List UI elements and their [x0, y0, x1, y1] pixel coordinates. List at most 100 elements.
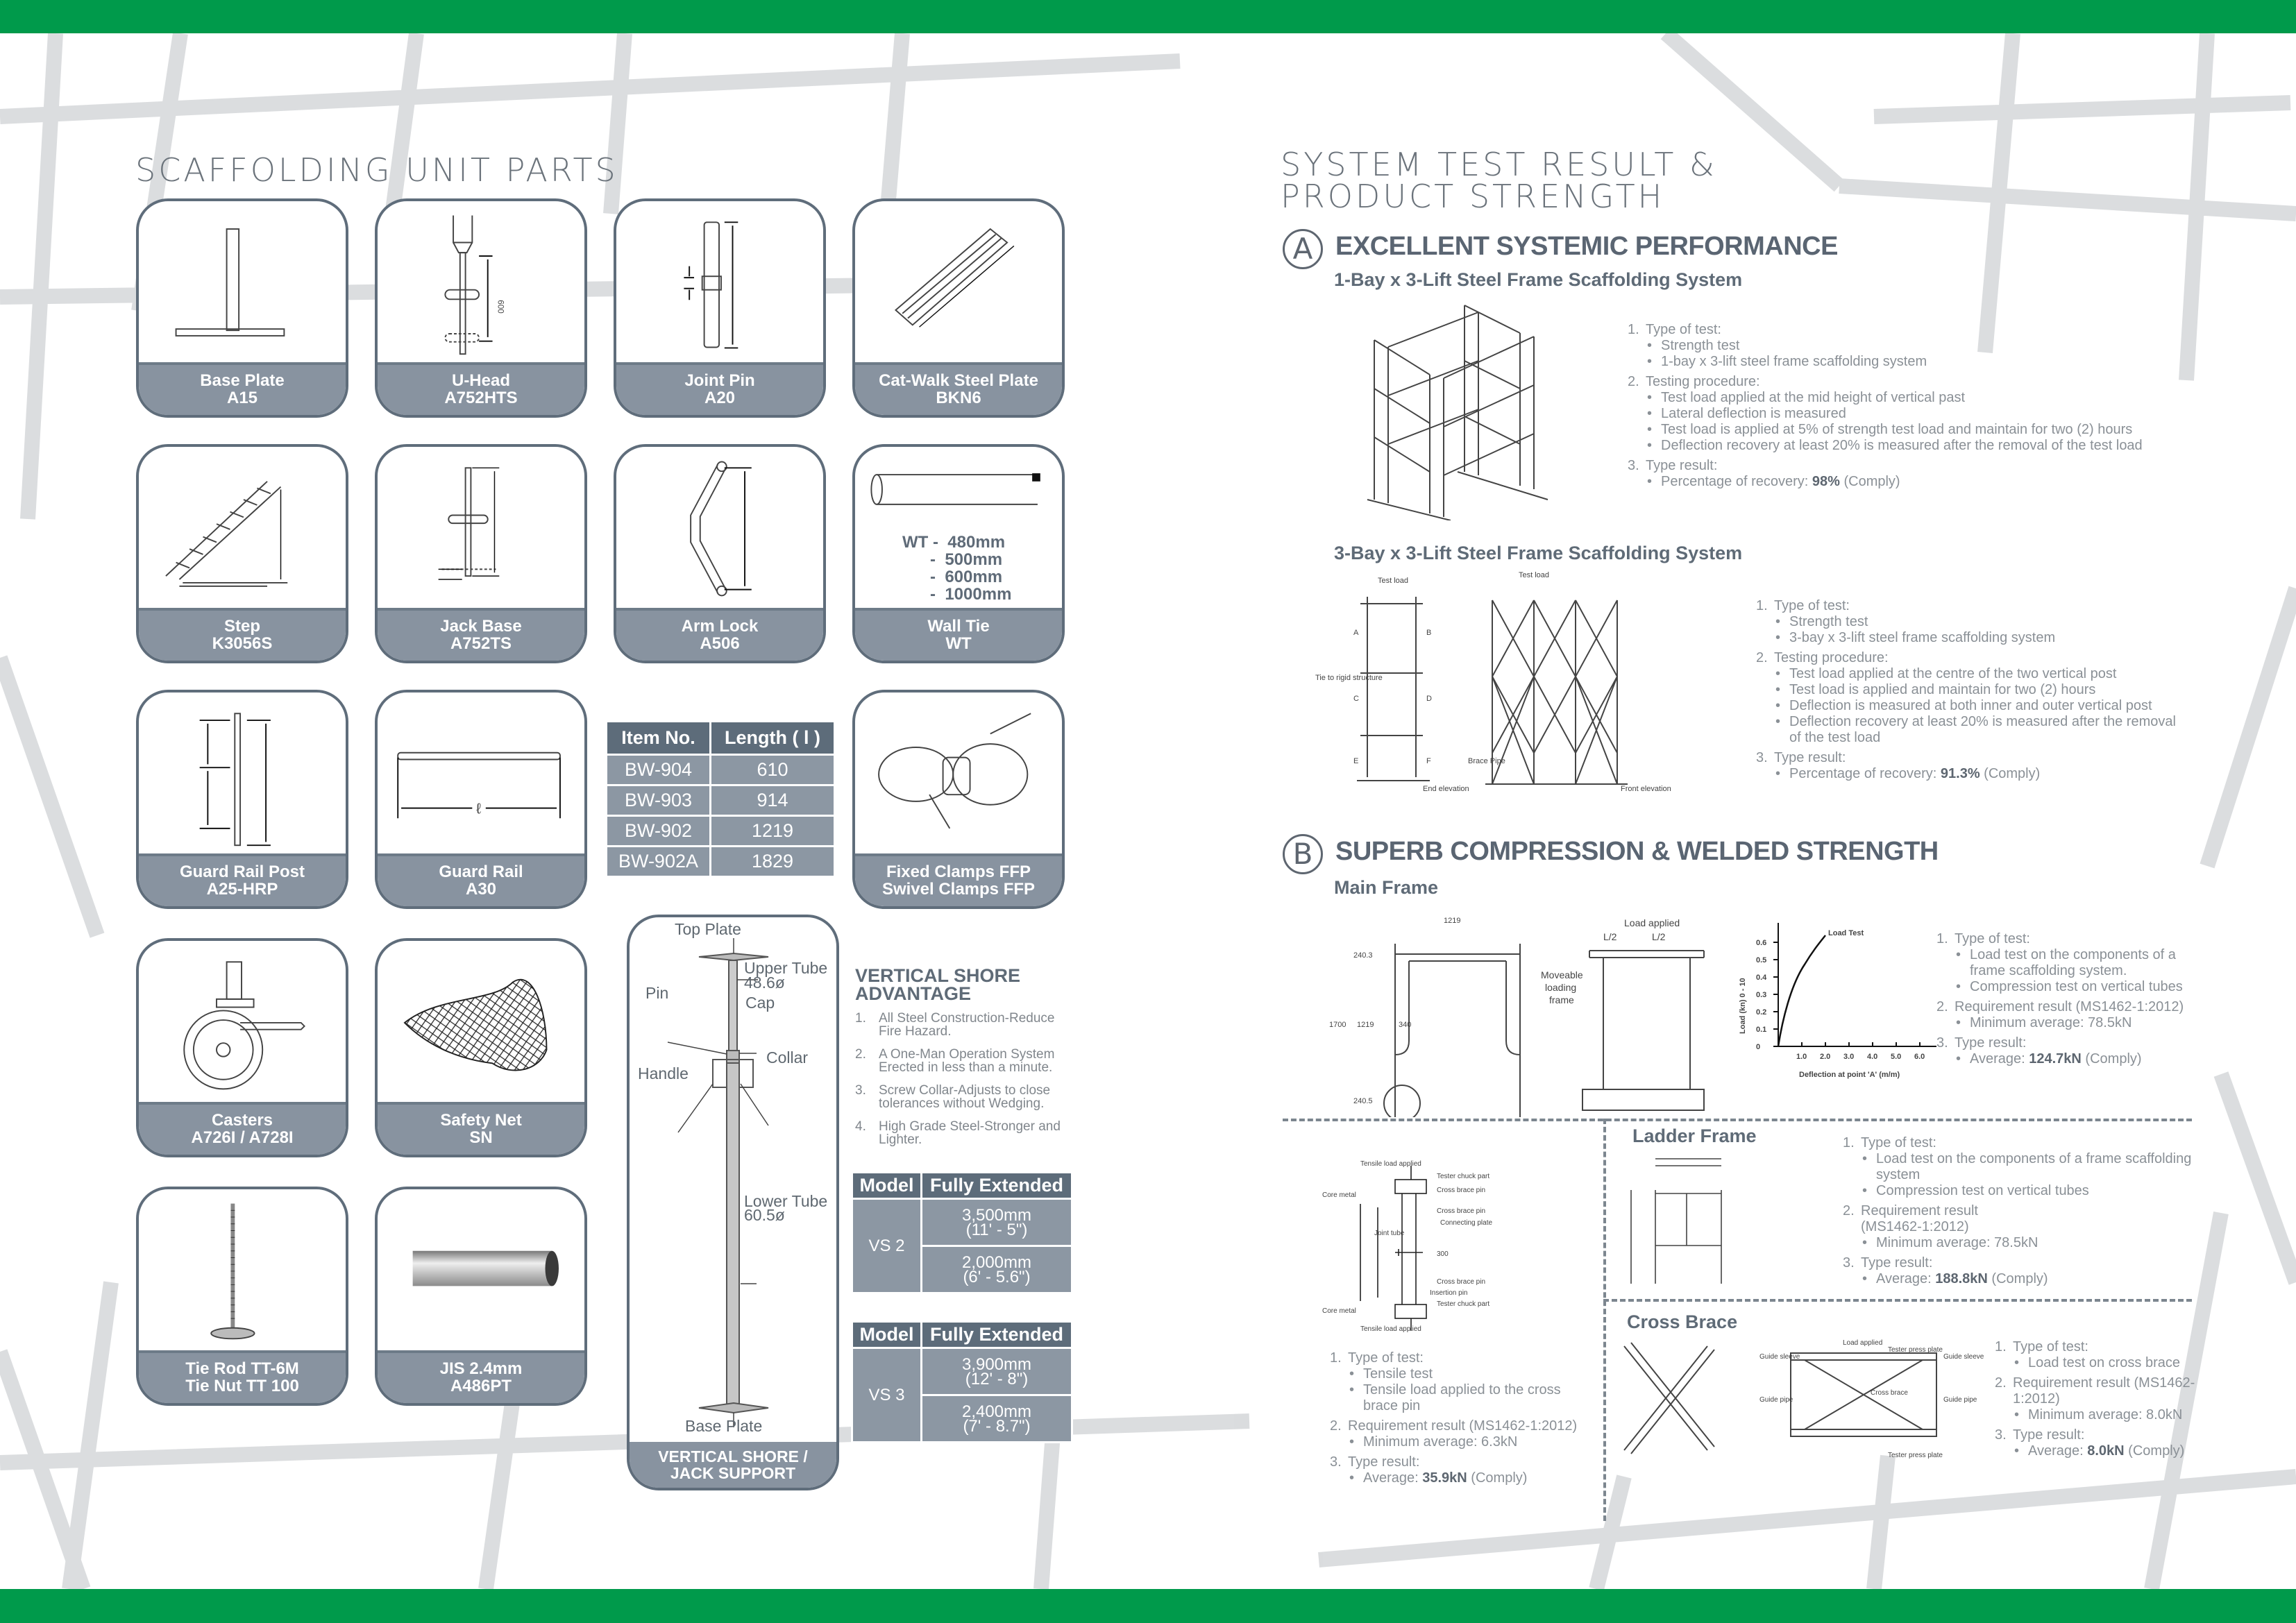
- page-title-scaffolding-parts: SCAFFOLDING UNIT PARTS: [135, 154, 618, 186]
- svg-text:Moveable: Moveable: [1541, 969, 1583, 980]
- main-frame-subtitle: Main Frame: [1334, 877, 1439, 898]
- svg-text:0.6: 0.6: [1756, 939, 1766, 947]
- cross-brace-subtitle: Cross Brace: [1627, 1311, 1738, 1332]
- vertical-shore-caption: VERTICAL SHORE / JACK SUPPORT: [630, 1442, 836, 1488]
- part-code: Swivel Clamps FFP: [881, 880, 1036, 899]
- svg-text:2.0: 2.0: [1820, 1053, 1830, 1061]
- svg-text:A: A: [1353, 629, 1359, 637]
- vertical-shore-card: Top Plate Upper Tube 48.6ø Pin Cap Colla…: [627, 915, 839, 1490]
- svg-text:Load applied: Load applied: [1624, 917, 1680, 928]
- pipe-icon: [412, 1250, 559, 1286]
- list-item: 1.All Steel Construction-Reduce Fire Haz…: [855, 1011, 1055, 1039]
- svg-text:Guide sleeve: Guide sleeve: [1943, 1353, 1984, 1361]
- wall-tie-icon: [870, 473, 1040, 505]
- list-item: 3.Screw Collar-Adjusts to close toleranc…: [855, 1083, 1051, 1111]
- label-base-plate: Base Plate: [685, 1417, 763, 1435]
- part-card-wall-tie: WT - 480mm - 500mm - 600mm - 1000mm Wall…: [852, 444, 1065, 663]
- part-name: U-Head: [451, 371, 510, 390]
- divider-horizontal-2: [1603, 1299, 2192, 1302]
- section-b-badge: B: [1283, 834, 1323, 874]
- label-lower-tube-dia: 60.5ø: [744, 1206, 785, 1224]
- step-icon: [165, 481, 288, 587]
- section-a-title: EXCELLENT SYSTEMIC PERFORMANCE: [1335, 232, 1838, 261]
- part-name: Joint Pin: [684, 371, 755, 390]
- part-code: A726I / A728I: [191, 1128, 294, 1147]
- part-name: Casters: [211, 1111, 273, 1130]
- tensile-test-list: 1.Type of test: Tensile testTensile load…: [1330, 1346, 1594, 1486]
- svg-text:0.4: 0.4: [1756, 974, 1767, 982]
- svg-text:Load applied: Load applied: [1843, 1339, 1882, 1347]
- one-bay-subtitle: 1-Bay x 3-Lift Steel Frame Scaffolding S…: [1334, 269, 1743, 290]
- caster-icon: [183, 961, 305, 1090]
- guard-rail-icon: ℓ: [397, 751, 561, 819]
- svg-text:Joint tube: Joint tube: [1374, 1230, 1405, 1237]
- label-collar: Collar: [766, 1048, 809, 1067]
- part-code: K3056S: [212, 634, 273, 653]
- vertical-shore-advantage-title: VERTICAL SHORE ADVANTAGE: [855, 965, 1021, 1004]
- svg-text:F: F: [1426, 757, 1431, 765]
- label-handle: Handle: [638, 1064, 689, 1082]
- svg-text:loading: loading: [1545, 982, 1576, 993]
- clamps-icon: [878, 713, 1031, 829]
- part-code: A752HTS: [444, 389, 518, 407]
- svg-text:ℓ: ℓ: [475, 800, 481, 817]
- part-code: A20: [704, 389, 736, 407]
- part-code: WT: [945, 634, 972, 653]
- svg-text:Tester chuck part: Tester chuck part: [1437, 1300, 1489, 1308]
- svg-text:Tensile load applied: Tensile load applied: [1360, 1160, 1421, 1168]
- svg-text:Deflection at point 'A' (m/m): Deflection at point 'A' (m/m): [1799, 1071, 1900, 1079]
- svg-text:3.0: 3.0: [1843, 1053, 1854, 1061]
- part-name: Fixed Clamps FFP: [886, 863, 1031, 881]
- svg-text:240.3: 240.3: [1353, 951, 1373, 960]
- one-bay-scaffold-diagram: [1347, 291, 1576, 521]
- part-code: BKN6: [936, 389, 981, 407]
- svg-text:L/2: L/2: [1603, 931, 1617, 942]
- svg-text:Tester press plate: Tester press plate: [1888, 1452, 1943, 1459]
- svg-text:Load Test: Load Test: [1828, 929, 1864, 937]
- part-name: Step: [223, 617, 260, 636]
- svg-text:Guide pipe: Guide pipe: [1759, 1396, 1793, 1404]
- svg-text:Cross brace pin: Cross brace pin: [1437, 1207, 1485, 1215]
- part-name: Arm Lock: [681, 617, 759, 636]
- svg-text:Load (kn) 0 - 10: Load (kn) 0 - 10: [1739, 978, 1747, 1034]
- label-upper-tube: Upper Tube: [744, 959, 828, 977]
- svg-text:Test load: Test load: [1378, 577, 1408, 585]
- tie-rod-icon: [210, 1203, 255, 1340]
- svg-text:Tester chuck part: Tester chuck part: [1437, 1173, 1489, 1180]
- svg-text:300: 300: [1437, 1250, 1449, 1258]
- cross-brace-diagram: Load applied Tester press plate Guide sl…: [1610, 1339, 1985, 1464]
- label-cap: Cap: [745, 994, 775, 1012]
- svg-text:0.3: 0.3: [1756, 991, 1766, 999]
- svg-text:E: E: [1353, 757, 1358, 765]
- svg-text:600: 600: [496, 300, 505, 314]
- table-row: 2,000mm(6' - 5.6"): [852, 1245, 1073, 1294]
- svg-text:Brace Pipe: Brace Pipe: [1468, 757, 1505, 765]
- svg-text:Tie to rigid structure: Tie to rigid structure: [1315, 674, 1383, 682]
- section-b-title: SUPERB COMPRESSION & WELDED STRENGTH: [1335, 837, 1939, 866]
- svg-text:D: D: [1426, 695, 1432, 703]
- svg-text:0: 0: [1756, 1043, 1760, 1051]
- guard-rail-post-icon: [199, 713, 271, 847]
- three-bay-test-list: 1.Type of test: Strength test3-bay x 3-l…: [1756, 594, 2186, 782]
- svg-text:frame: frame: [1549, 994, 1574, 1005]
- part-name: Jack Base: [440, 617, 522, 636]
- arm-lock-icon: [690, 461, 752, 597]
- svg-text:Guide pipe: Guide pipe: [1943, 1396, 1977, 1404]
- part-code: A15: [226, 389, 258, 407]
- part-name: Cat-Walk Steel Plate: [879, 371, 1038, 390]
- part-code: A25-HRP: [206, 880, 278, 899]
